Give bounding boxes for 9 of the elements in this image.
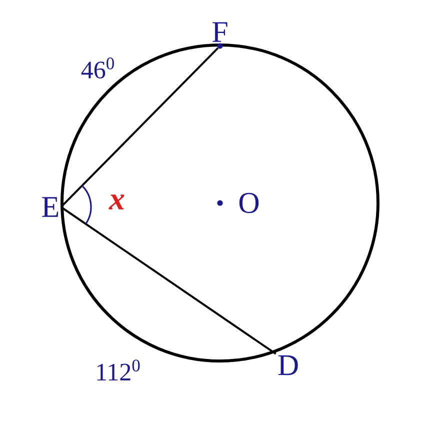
point-label: D (278, 355, 298, 376)
chord (60, 206, 276, 355)
angle-label: x (108, 194, 124, 210)
arc-measure: 46$^{0}$ (81, 58, 114, 78)
arc-measure: 112$^{0}$ (97, 360, 140, 380)
point-label: F (212, 22, 228, 49)
point-label: O (239, 192, 259, 214)
point-label: E (42, 197, 58, 217)
chord (60, 47, 219, 208)
